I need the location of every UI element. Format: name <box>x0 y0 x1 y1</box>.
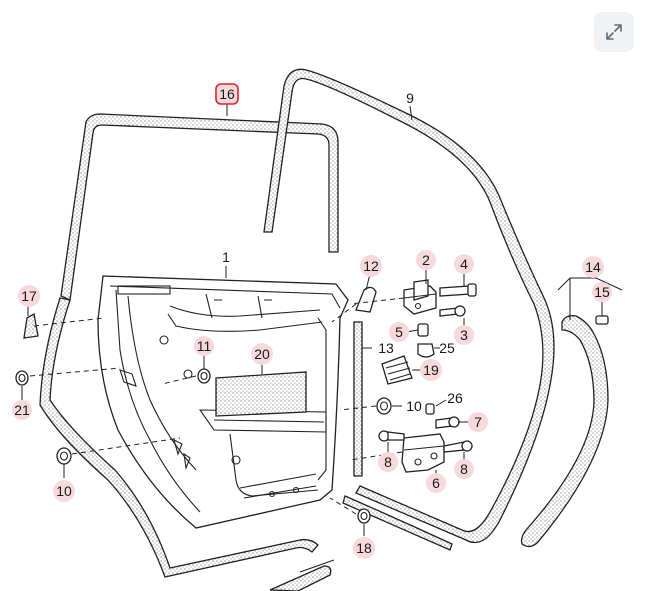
bolt-8-left <box>378 430 405 442</box>
svg-text:7: 7 <box>474 414 482 430</box>
insulation-pad <box>215 371 307 417</box>
window-frame-seal <box>60 113 339 301</box>
triangle-cover <box>23 312 39 339</box>
svg-text:21: 21 <box>14 402 30 418</box>
svg-text:9: 9 <box>406 90 414 106</box>
svg-text:13: 13 <box>378 340 394 356</box>
svg-text:2: 2 <box>422 252 430 268</box>
svg-text:3: 3 <box>460 327 468 343</box>
svg-text:25: 25 <box>439 340 455 356</box>
callout-13[interactable]: 13 <box>378 340 394 356</box>
svg-text:1: 1 <box>222 249 230 265</box>
bolt-7 <box>435 416 460 429</box>
callout-10-right[interactable]: 10 <box>406 398 422 414</box>
plug-21 <box>15 370 29 386</box>
callout-11[interactable]: 11 <box>194 336 214 356</box>
expand-icon <box>606 24 622 40</box>
pin-5 <box>417 323 429 337</box>
callout-8-right[interactable]: 8 <box>454 459 474 479</box>
svg-text:6: 6 <box>432 475 440 491</box>
svg-text:15: 15 <box>594 284 610 300</box>
upper-hinge <box>403 279 437 315</box>
separate-seal-strip <box>520 314 609 548</box>
callout-25[interactable]: 25 <box>439 340 455 356</box>
channel-strip <box>353 321 363 477</box>
bolt-4 <box>439 283 477 297</box>
plug-18 <box>357 508 371 524</box>
plug-10-left <box>56 447 72 465</box>
callout-9[interactable]: 9 <box>406 90 414 106</box>
callout-20[interactable]: 20 <box>251 343 273 365</box>
svg-text:17: 17 <box>21 288 37 304</box>
callout-2[interactable]: 2 <box>416 250 436 270</box>
callout-3[interactable]: 3 <box>454 325 474 345</box>
callout-17[interactable]: 17 <box>18 285 40 307</box>
svg-text:26: 26 <box>447 390 463 406</box>
callout-15[interactable]: 15 <box>592 282 612 302</box>
callout-5[interactable]: 5 <box>389 322 409 342</box>
svg-text:10: 10 <box>56 483 72 499</box>
callout-6[interactable]: 6 <box>426 473 446 493</box>
lower-hinge <box>401 433 445 473</box>
plug-11 <box>197 368 211 384</box>
bump-stop-19 <box>381 355 413 385</box>
plug-10-right <box>376 397 392 415</box>
stud-26 <box>425 403 435 415</box>
callouts: 16 9 1 2 4 12 14 15 17 <box>12 83 612 559</box>
svg-text:19: 19 <box>423 362 439 378</box>
callout-16[interactable]: 16 <box>215 83 239 105</box>
svg-text:11: 11 <box>197 338 212 354</box>
callout-21[interactable]: 21 <box>12 400 32 420</box>
svg-text:12: 12 <box>363 258 379 274</box>
callout-14[interactable]: 14 <box>582 256 604 278</box>
svg-text:18: 18 <box>356 540 372 556</box>
callout-19[interactable]: 19 <box>420 359 442 381</box>
svg-text:8: 8 <box>460 461 468 477</box>
bolt-8-right <box>443 440 473 453</box>
mirror-corner-cover <box>355 286 377 313</box>
callout-4[interactable]: 4 <box>454 254 474 274</box>
svg-text:10: 10 <box>406 398 422 414</box>
expand-button[interactable] <box>594 12 634 52</box>
assembly-lines <box>29 297 405 515</box>
clip-15 <box>595 315 609 325</box>
svg-text:14: 14 <box>585 259 601 275</box>
lower-door-seal <box>39 297 319 578</box>
svg-text:4: 4 <box>460 256 468 272</box>
callout-12[interactable]: 12 <box>360 255 382 277</box>
leader-lines <box>21 103 623 536</box>
callout-10-left[interactable]: 10 <box>53 480 75 502</box>
cap-25 <box>417 343 435 358</box>
callout-18[interactable]: 18 <box>353 537 375 559</box>
svg-text:8: 8 <box>384 454 392 470</box>
svg-text:5: 5 <box>395 324 403 340</box>
callout-1[interactable]: 1 <box>222 249 230 265</box>
callout-26[interactable]: 26 <box>447 390 463 406</box>
bottom-seal-fragment <box>269 559 335 591</box>
callout-8-left[interactable]: 8 <box>378 452 398 472</box>
svg-text:20: 20 <box>254 346 270 362</box>
callout-7[interactable]: 7 <box>468 412 488 432</box>
bolt-3 <box>439 305 466 317</box>
svg-text:16: 16 <box>219 86 235 102</box>
